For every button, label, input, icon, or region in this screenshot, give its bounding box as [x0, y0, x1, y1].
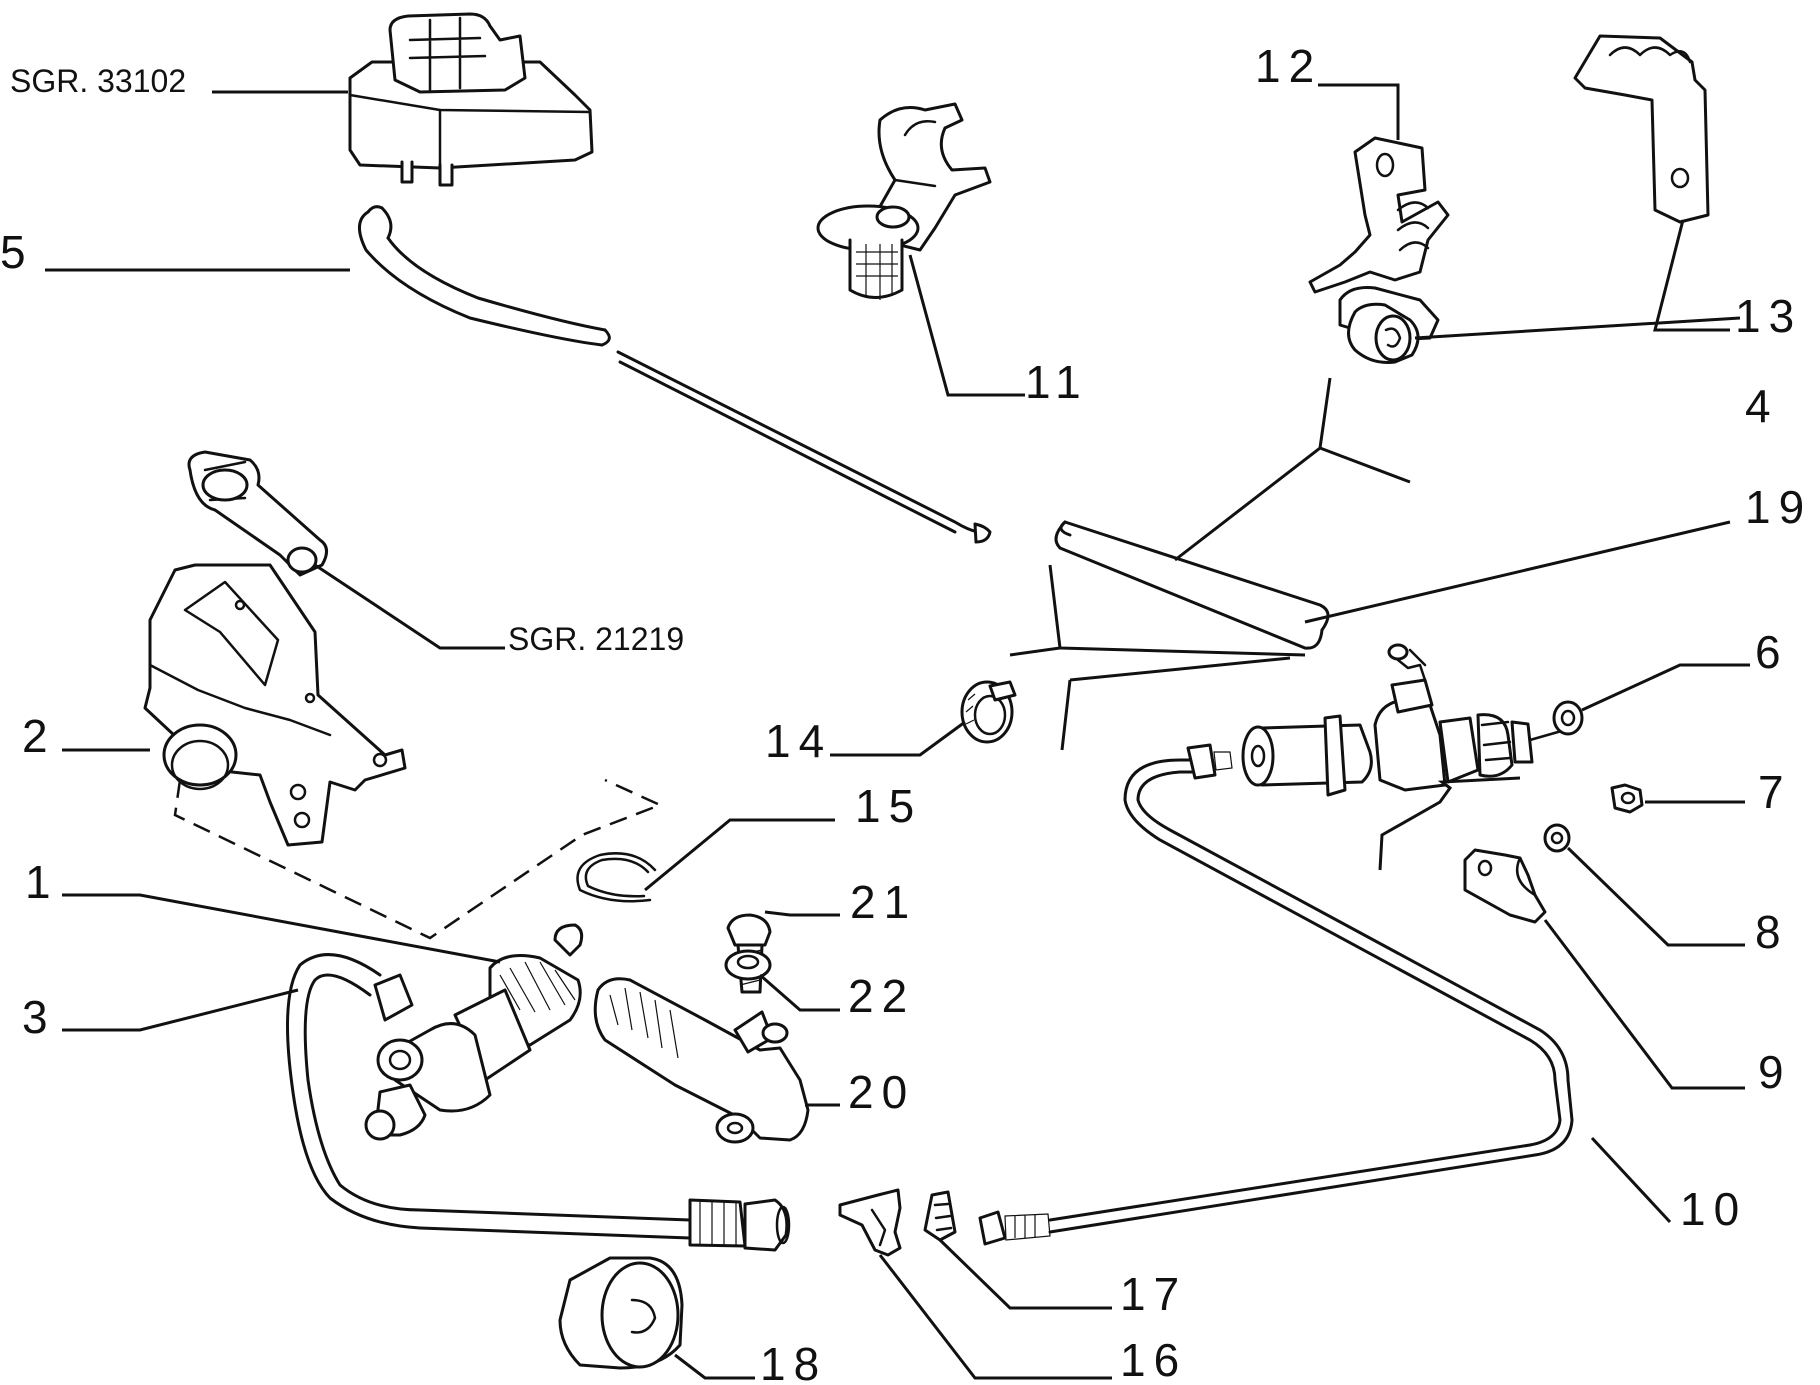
leader-8: [1566, 846, 1745, 947]
pipe-fitting: [978, 1210, 1051, 1246]
callout-11: 11: [1025, 356, 1089, 408]
callout-19: 19: [1745, 481, 1812, 533]
leader-15: [644, 818, 835, 892]
leader-22: [759, 973, 840, 1012]
leader-12: [1318, 83, 1400, 140]
callout-7: 7: [1758, 766, 1792, 818]
callout-5: 5: [0, 226, 34, 278]
nut: [1610, 783, 1644, 814]
callout-4: 4: [1745, 380, 1779, 432]
callout-17: 17: [1120, 1268, 1187, 1320]
feed-pipe: [1048, 743, 1574, 1234]
washer: [1543, 823, 1571, 853]
callout-6: 6: [1755, 626, 1789, 678]
callout-20: 20: [848, 1066, 915, 1118]
assembly-bracket-upper: [1174, 377, 1411, 562]
leader-18: [674, 1353, 755, 1380]
grommet: [1347, 302, 1420, 364]
pedal-lever-ref-label: SGR. 21219: [508, 621, 684, 657]
leader-13: [1653, 219, 1730, 332]
leader-14: [830, 720, 966, 757]
callout-13: 13: [1735, 290, 1802, 342]
slave-cylinder-alt: [593, 977, 810, 1144]
leader-17: [938, 1238, 1112, 1310]
callout-15: 15: [855, 780, 922, 832]
fitting-clip-16: [838, 1188, 902, 1257]
mounting-bracket: [143, 563, 407, 847]
leader-9: [1543, 919, 1745, 1090]
hose-clip: [816, 102, 992, 300]
leader-16: [878, 1254, 1112, 1380]
rubber-bushing: [558, 1256, 684, 1370]
spring-clip-17: [923, 1190, 957, 1242]
assembly-dashed-line: [173, 778, 664, 940]
mounting-plate: [1463, 848, 1547, 924]
leader-3: [62, 988, 299, 1032]
leader-10: [1590, 1136, 1672, 1224]
callout-12: 12: [1255, 40, 1322, 92]
pressure-hose: [1054, 520, 1330, 650]
pedal-lever: [187, 450, 328, 577]
snap-ring: [576, 852, 657, 903]
leader-4: [1414, 316, 1741, 340]
reservoir-ref-label: SGR. 33102: [10, 63, 186, 99]
supply-hose: [358, 205, 992, 544]
leader-pedal-lever-ref: [314, 563, 505, 650]
assembly-bracket-lower: [1378, 776, 1521, 871]
hose-clamp: [960, 680, 1017, 744]
callout-1: 1: [25, 856, 59, 908]
master-cylinder: [1241, 643, 1584, 797]
callout-21: 21: [850, 876, 917, 928]
callout-8: 8: [1755, 906, 1789, 958]
callout-14: 14: [765, 715, 832, 767]
callout-10: 10: [1680, 1183, 1747, 1235]
leader-6: [1581, 663, 1750, 712]
leader-19: [1304, 520, 1731, 624]
callout-3: 3: [22, 991, 56, 1043]
callout-18: 18: [760, 1338, 827, 1385]
leader-11: [908, 254, 1025, 397]
callout-9: 9: [1758, 1046, 1792, 1098]
callout-2: 2: [22, 710, 56, 762]
callout-16: 16: [1120, 1334, 1187, 1385]
assembly-bracket-middle: [1009, 564, 1306, 751]
slave-cylinder: [364, 923, 584, 1141]
fluid-reservoir: [348, 12, 594, 187]
line-bracket-13: [1573, 34, 1710, 224]
leader-1: [62, 893, 501, 964]
callout-22: 22: [848, 970, 915, 1022]
slave-hose: [286, 953, 791, 1252]
dust-cap: [724, 949, 772, 981]
leader-21: [764, 910, 840, 917]
